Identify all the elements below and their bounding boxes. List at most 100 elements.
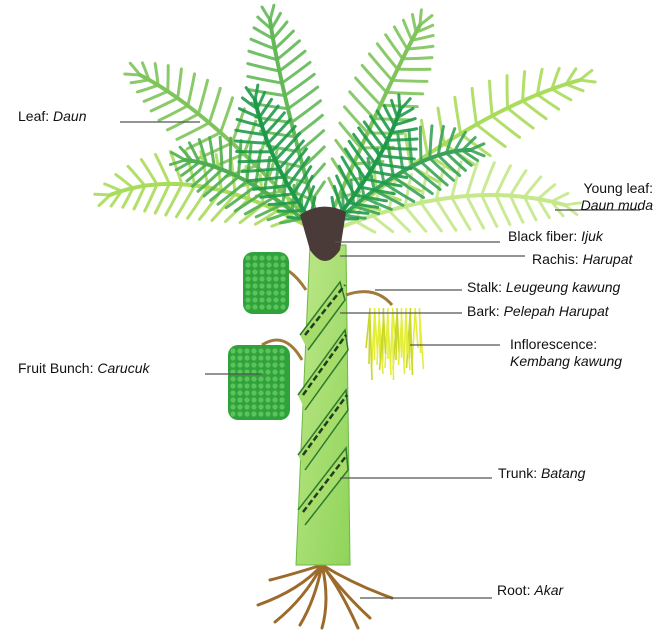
pinna xyxy=(373,216,393,232)
pinna xyxy=(248,64,280,72)
fruit xyxy=(245,269,250,274)
fruit xyxy=(259,290,264,295)
fruit xyxy=(244,348,249,353)
pinna xyxy=(510,196,522,223)
fruit xyxy=(251,390,256,395)
pinna xyxy=(384,148,416,149)
fruit xyxy=(244,383,249,388)
fruit xyxy=(244,362,249,367)
pinna xyxy=(407,46,433,49)
fruit xyxy=(265,355,270,360)
fruit xyxy=(259,297,264,302)
pinna xyxy=(537,69,542,94)
fruit xyxy=(230,404,235,409)
flower-strand xyxy=(393,320,394,380)
pinna xyxy=(137,85,158,92)
fruit xyxy=(265,404,270,409)
fruit xyxy=(265,390,270,395)
pinna xyxy=(391,129,416,133)
pinna xyxy=(247,177,283,181)
fruit xyxy=(230,397,235,402)
pinna xyxy=(159,106,188,121)
pinna xyxy=(156,155,170,184)
pinna xyxy=(221,98,233,133)
fruit xyxy=(279,390,284,395)
fruit xyxy=(251,355,256,360)
pinna xyxy=(403,20,411,40)
pinna xyxy=(220,137,222,169)
pinna xyxy=(400,99,410,110)
fruit xyxy=(266,276,271,281)
trunk xyxy=(296,207,350,565)
fruit xyxy=(237,404,242,409)
fruit xyxy=(230,348,235,353)
fruit xyxy=(252,262,257,267)
pinna xyxy=(255,85,258,100)
pinna xyxy=(482,163,495,195)
fruit xyxy=(265,411,270,416)
pinna xyxy=(251,39,275,49)
pinna xyxy=(420,127,421,162)
pinna xyxy=(198,80,207,114)
pinna xyxy=(239,160,275,161)
label-stalk: Stalk: Leugeung kawung xyxy=(467,279,620,296)
fruit xyxy=(280,276,285,281)
fruit xyxy=(280,269,285,274)
fruit xyxy=(252,283,257,288)
fruit xyxy=(258,390,263,395)
fruit xyxy=(237,376,242,381)
fruit xyxy=(279,355,284,360)
pinna xyxy=(209,88,220,123)
label-fruit-bunch: Fruit Bunch: Carucuk xyxy=(18,360,150,377)
fruit xyxy=(266,269,271,274)
fruit xyxy=(265,383,270,388)
fruit xyxy=(272,369,277,374)
pinna xyxy=(99,195,110,206)
fruit xyxy=(279,348,284,353)
fruit xyxy=(230,355,235,360)
pinna xyxy=(389,211,410,232)
fruit xyxy=(237,383,242,388)
fruit xyxy=(280,290,285,295)
fruit xyxy=(280,255,285,260)
pinna xyxy=(145,184,157,211)
fruit xyxy=(245,276,250,281)
pinna xyxy=(403,58,432,59)
label-bark: Bark: Pelepah Harupat xyxy=(467,303,609,320)
pinna xyxy=(356,221,375,232)
pinna xyxy=(141,160,157,185)
pinna xyxy=(489,81,492,116)
fruit xyxy=(280,283,285,288)
fruit xyxy=(251,362,256,367)
flower-strand xyxy=(411,320,413,375)
pinna xyxy=(421,203,441,231)
fruit xyxy=(265,369,270,374)
fruit xyxy=(244,376,249,381)
fruit xyxy=(252,304,257,309)
fruit xyxy=(273,290,278,295)
fruit xyxy=(265,362,270,367)
pinna xyxy=(116,175,133,188)
fruit xyxy=(272,376,277,381)
fruit xyxy=(266,304,271,309)
fruit xyxy=(251,383,256,388)
flower-strand xyxy=(370,320,372,380)
fruit xyxy=(272,411,277,416)
fruit xyxy=(258,362,263,367)
fruit xyxy=(258,348,263,353)
pinna xyxy=(392,80,427,81)
fruit xyxy=(279,362,284,367)
fruit xyxy=(251,397,256,402)
label-rachis: Rachis: Harupat xyxy=(532,251,632,268)
fruit xyxy=(265,348,270,353)
fruit xyxy=(272,355,277,360)
pinna xyxy=(249,51,277,60)
pinna xyxy=(262,7,270,20)
fruit xyxy=(230,383,235,388)
fruit xyxy=(272,397,277,402)
fruit xyxy=(279,411,284,416)
fruit-bunch xyxy=(228,345,290,420)
pinna xyxy=(230,138,231,173)
label-black-fiber: Black fiber: Ijuk xyxy=(508,228,603,245)
fruit xyxy=(252,269,257,274)
